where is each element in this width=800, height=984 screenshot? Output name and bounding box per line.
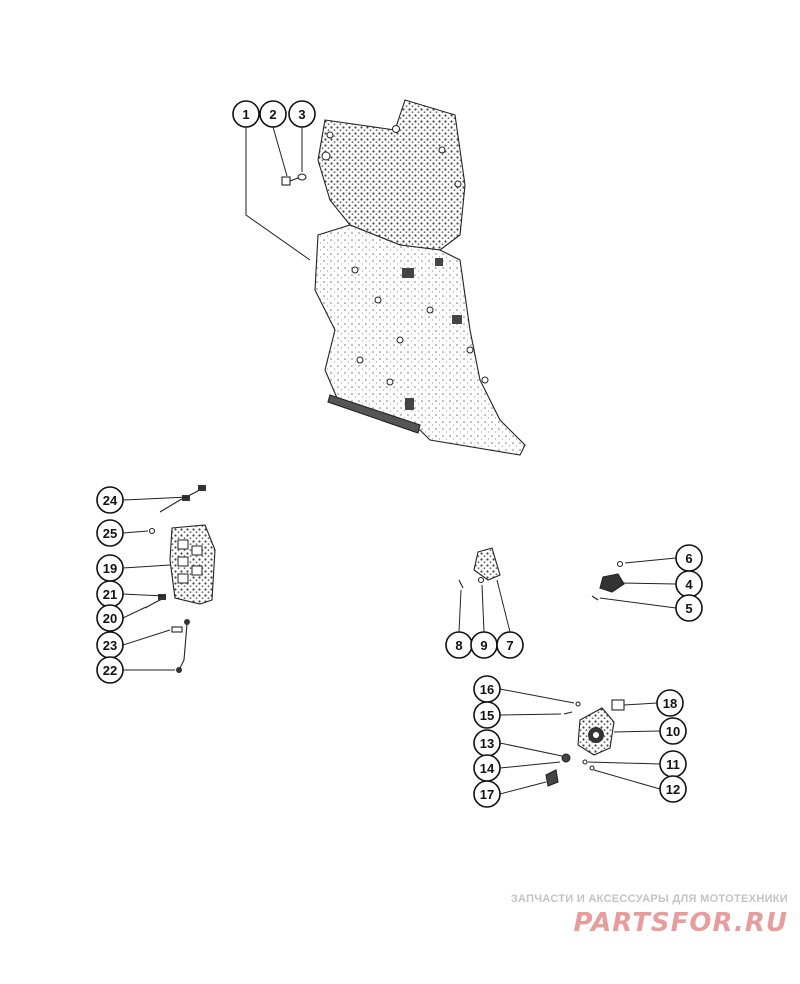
- svg-text:7: 7: [506, 638, 513, 653]
- callout-18: 18: [656, 689, 684, 717]
- small-nut: [148, 527, 156, 535]
- svg-text:23: 23: [103, 638, 117, 653]
- mounting-plate: [314, 99, 526, 456]
- svg-text:25: 25: [103, 526, 117, 541]
- svg-text:13: 13: [480, 736, 494, 751]
- callout-16: 16: [473, 675, 501, 703]
- callout-8: 8: [445, 631, 473, 659]
- ground-lead: [171, 619, 190, 673]
- callout-5: 5: [675, 594, 703, 622]
- washer: [297, 173, 307, 181]
- callout-24: 24: [96, 486, 124, 514]
- callout-20: 20: [96, 604, 124, 632]
- bracket-assembly: [458, 547, 501, 589]
- callout-2: 2: [259, 100, 287, 128]
- callout-25: 25: [96, 519, 124, 547]
- svg-text:6: 6: [685, 551, 692, 566]
- svg-text:14: 14: [480, 761, 495, 776]
- callout-9: 9: [470, 631, 498, 659]
- callout-23: 23: [96, 631, 124, 659]
- svg-text:24: 24: [103, 493, 118, 508]
- svg-text:8: 8: [455, 638, 462, 653]
- svg-text:20: 20: [103, 611, 117, 626]
- svg-text:19: 19: [103, 561, 117, 576]
- callout-17: 17: [473, 780, 501, 808]
- callout-13: 13: [473, 729, 501, 757]
- leader-lines: [122, 126, 677, 795]
- connector-assembly: [144, 594, 166, 609]
- callout-12: 12: [659, 775, 687, 803]
- callout-7: 7: [496, 631, 524, 659]
- callout-11: 11: [659, 750, 687, 778]
- svg-text:9: 9: [480, 638, 487, 653]
- wiring-harness: [159, 485, 206, 513]
- callout-19: 19: [96, 554, 124, 582]
- callout-4: 4: [675, 570, 703, 598]
- callout-1: 1: [232, 100, 260, 128]
- svg-text:16: 16: [480, 682, 494, 697]
- switch-box-assembly: [169, 524, 216, 605]
- callout-6: 6: [675, 544, 703, 572]
- watermark-tagline: ЗАПЧАСТИ И АКСЕССУАРЫ ДЛЯ МОТОТЕХНИКИ: [510, 893, 788, 905]
- solenoid-assembly: [545, 699, 625, 787]
- callout-3: 3: [288, 100, 316, 128]
- callout-14: 14: [473, 754, 501, 782]
- mounting-bolt: [281, 176, 299, 186]
- svg-text:17: 17: [480, 787, 494, 802]
- svg-text:11: 11: [666, 757, 680, 772]
- rectifier-assembly: [591, 560, 625, 601]
- svg-text:5: 5: [685, 601, 692, 616]
- svg-text:1: 1: [242, 107, 249, 122]
- svg-text:4: 4: [685, 577, 693, 592]
- callout-22: 22: [96, 656, 124, 684]
- svg-text:18: 18: [663, 696, 677, 711]
- callouts: 1 2 3 24 25 19 21 20 23 22 8 9 7 6 4 5 1…: [96, 100, 703, 808]
- callout-10: 10: [659, 717, 687, 745]
- svg-text:3: 3: [298, 107, 305, 122]
- site-watermark: ЗАПЧАСТИ И АКСЕССУАРЫ ДЛЯ МОТОТЕХНИКИ PA…: [511, 893, 788, 938]
- svg-text:15: 15: [480, 708, 494, 723]
- svg-text:10: 10: [666, 724, 680, 739]
- callout-15: 15: [473, 701, 501, 729]
- svg-text:12: 12: [666, 782, 680, 797]
- svg-text:21: 21: [103, 587, 117, 602]
- callout-21: 21: [96, 580, 124, 608]
- svg-text:22: 22: [103, 663, 117, 678]
- svg-text:2: 2: [269, 107, 276, 122]
- watermark-brand: PARTSFOR.RU: [573, 908, 788, 938]
